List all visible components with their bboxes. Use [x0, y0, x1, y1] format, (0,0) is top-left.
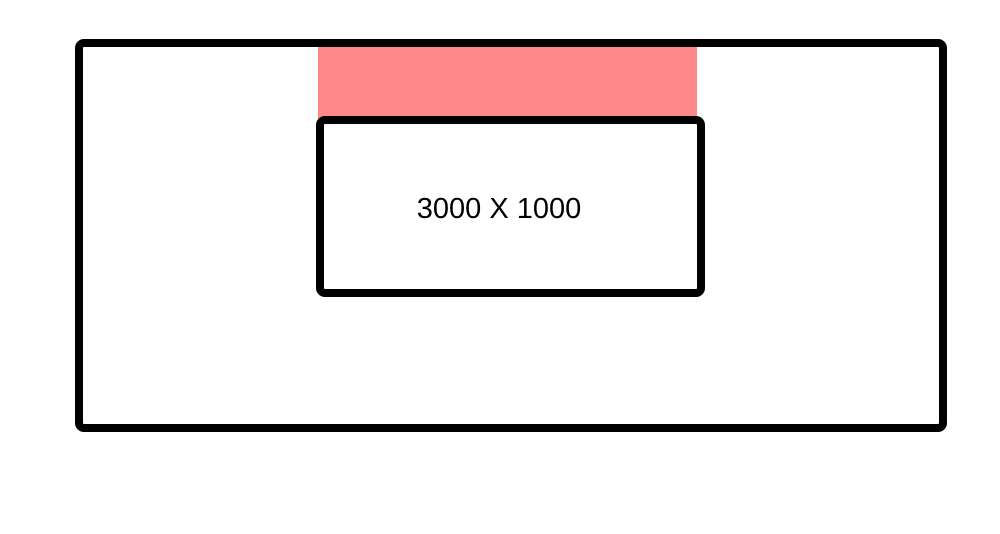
inner-box: [316, 116, 705, 297]
outer-frame: [75, 39, 947, 432]
inner-box-label: 3000 X 1000: [417, 193, 581, 225]
highlight-band: [318, 47, 697, 119]
